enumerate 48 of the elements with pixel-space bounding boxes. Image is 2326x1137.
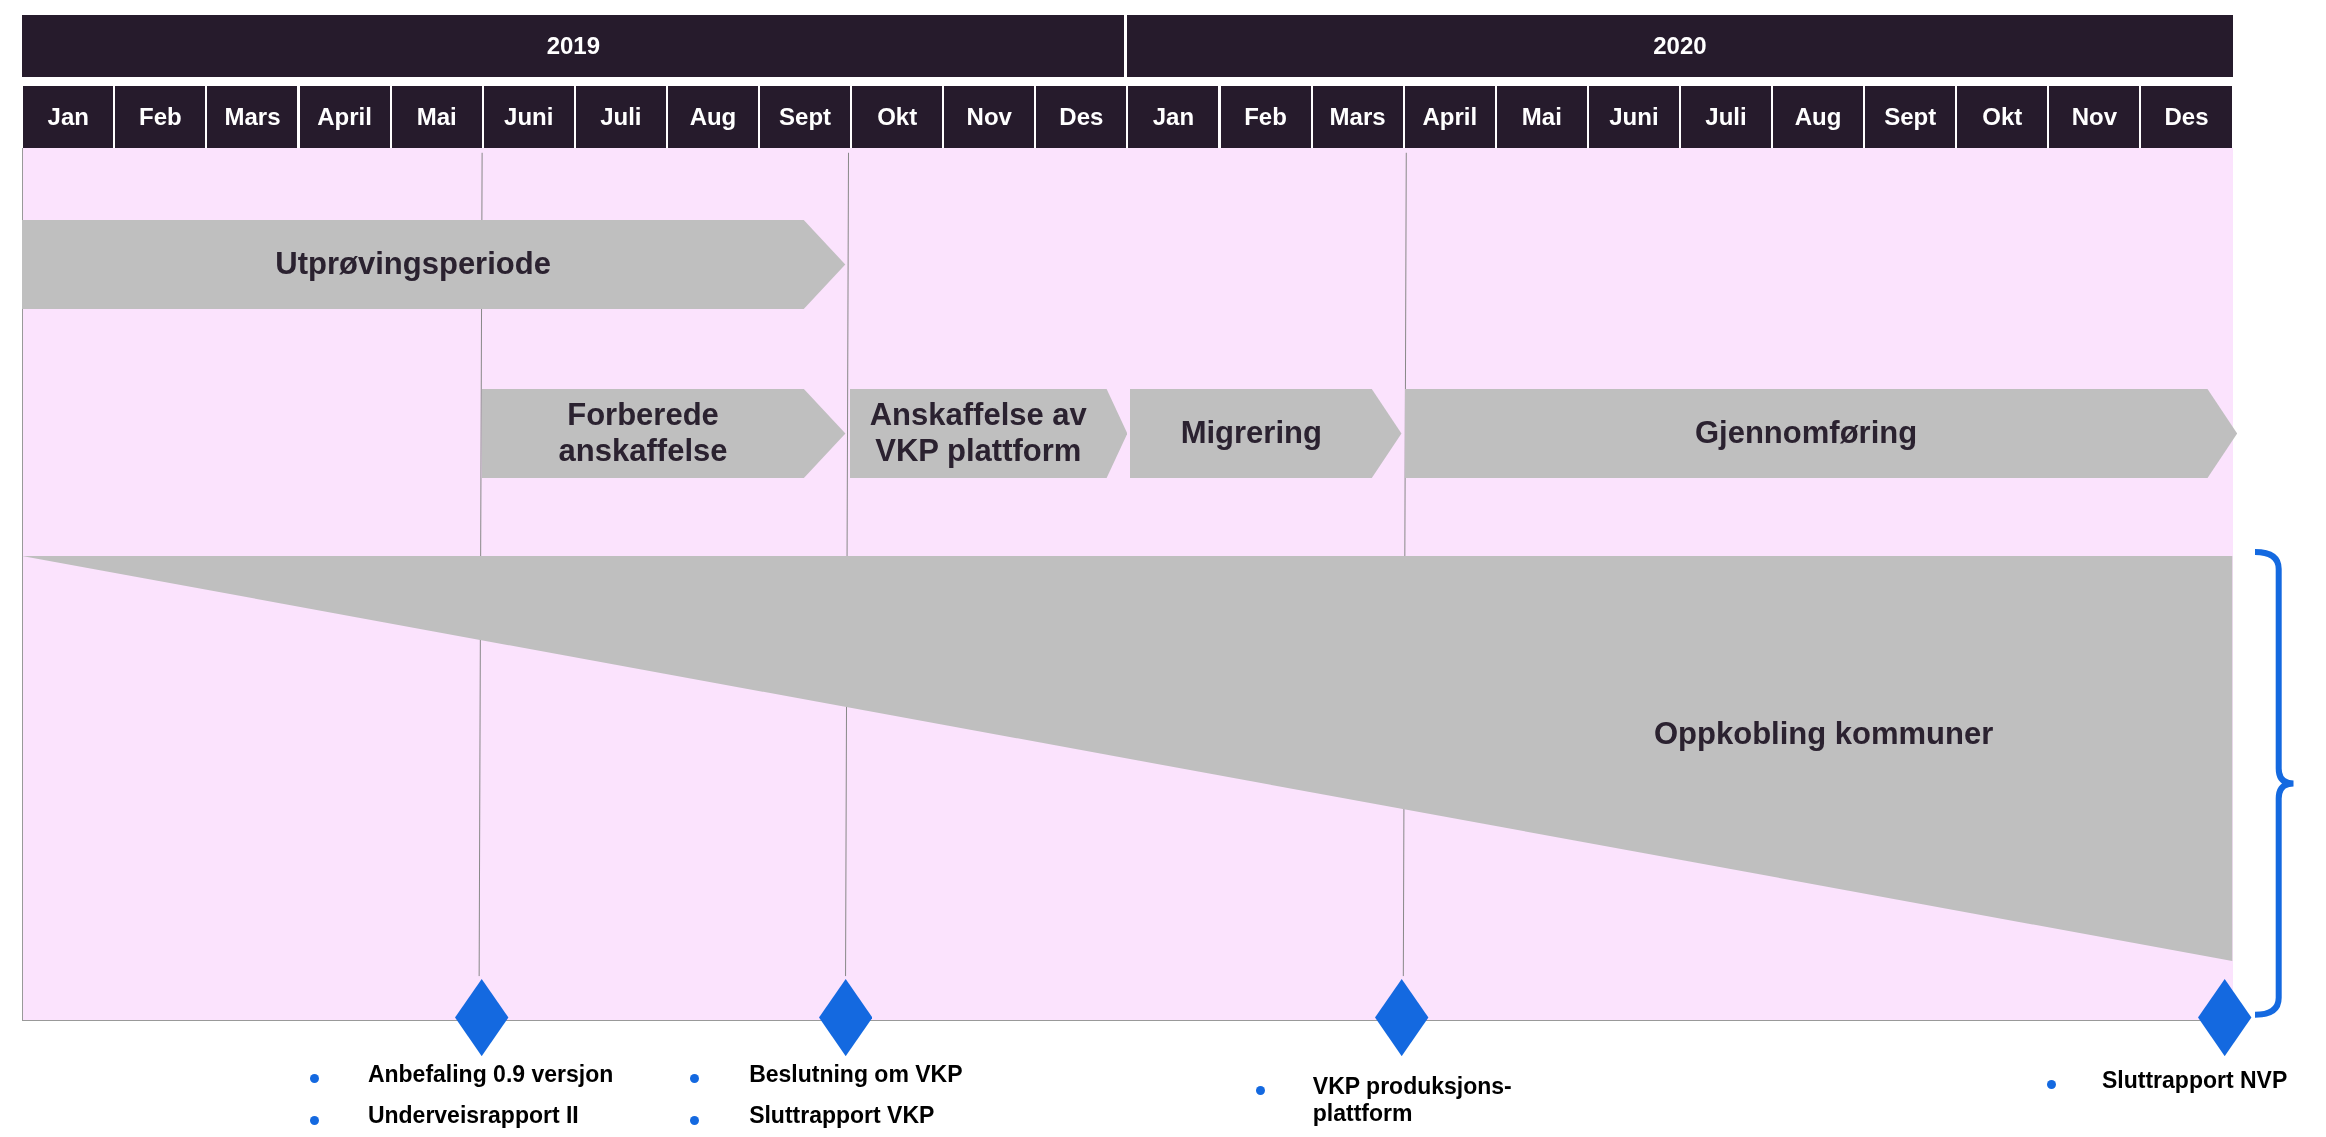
month-header: Jan — [1128, 86, 1219, 149]
month-header: Aug — [1773, 86, 1864, 149]
milestone-note: VKP produksjons-plattform — [1312, 1072, 1513, 1128]
phase-label: Forberede anskaffelse — [557, 397, 729, 469]
phase-band — [1130, 388, 1402, 478]
phase-label: Migrering — [1179, 415, 1323, 451]
month-header: Juli — [575, 86, 666, 149]
month-header: Mars — [1312, 86, 1403, 149]
month-header: Juli — [1681, 86, 1771, 149]
month-header: Mai — [391, 86, 482, 149]
phase-label: Anskaffelse av VKP plattform — [868, 397, 1088, 469]
milestone-diamond — [455, 979, 509, 1057]
milestone-note: Anbefaling 0.9 versjon — [367, 1060, 615, 1089]
milestone-note: Sluttrapport VKP — [749, 1102, 936, 1130]
milestone-diamond — [2198, 979, 2252, 1057]
month-header: Juni — [1588, 86, 1679, 149]
year-header: 2019 — [22, 14, 1125, 78]
phase-label: Oppkobling kommuner — [1654, 716, 1994, 753]
year-header: 2020 — [1127, 14, 2233, 78]
month-header: Nov — [2049, 86, 2140, 149]
month-header: Juni — [483, 86, 574, 149]
phase-band — [22, 219, 846, 309]
month-header: Jan — [23, 86, 114, 149]
milestone-diamond — [1375, 979, 1429, 1057]
month-header: April — [299, 86, 390, 149]
month-header: April — [1404, 86, 1495, 149]
month-header: Sept — [1865, 86, 1956, 149]
month-header: Okt — [852, 86, 943, 149]
month-header: Mars — [207, 86, 298, 149]
month-header: Sept — [760, 86, 851, 149]
milestone-note: Beslutning om VKP — [749, 1060, 964, 1089]
ramp-triangle — [22, 556, 2233, 962]
milestone-note: Sluttrapport NVP — [2102, 1066, 2289, 1095]
month-header: Aug — [667, 86, 758, 149]
month-header: Des — [2141, 86, 2232, 149]
month-header: Feb — [1220, 86, 1311, 149]
phase-band — [1404, 388, 2237, 478]
milestone-diamond — [818, 979, 873, 1057]
phase-label: Gjennomføring — [1693, 415, 1919, 451]
milestone-note: Underveisrapport II — [367, 1102, 580, 1130]
phase-label: Utprøvingsperiode — [274, 246, 552, 282]
month-header: Mai — [1496, 86, 1587, 149]
phase-band — [850, 388, 1128, 478]
month-header: Des — [1036, 86, 1127, 149]
month-header: Nov — [944, 86, 1035, 149]
month-header: Okt — [1957, 86, 2048, 149]
phase-band — [482, 388, 846, 478]
month-header: Feb — [115, 86, 206, 149]
